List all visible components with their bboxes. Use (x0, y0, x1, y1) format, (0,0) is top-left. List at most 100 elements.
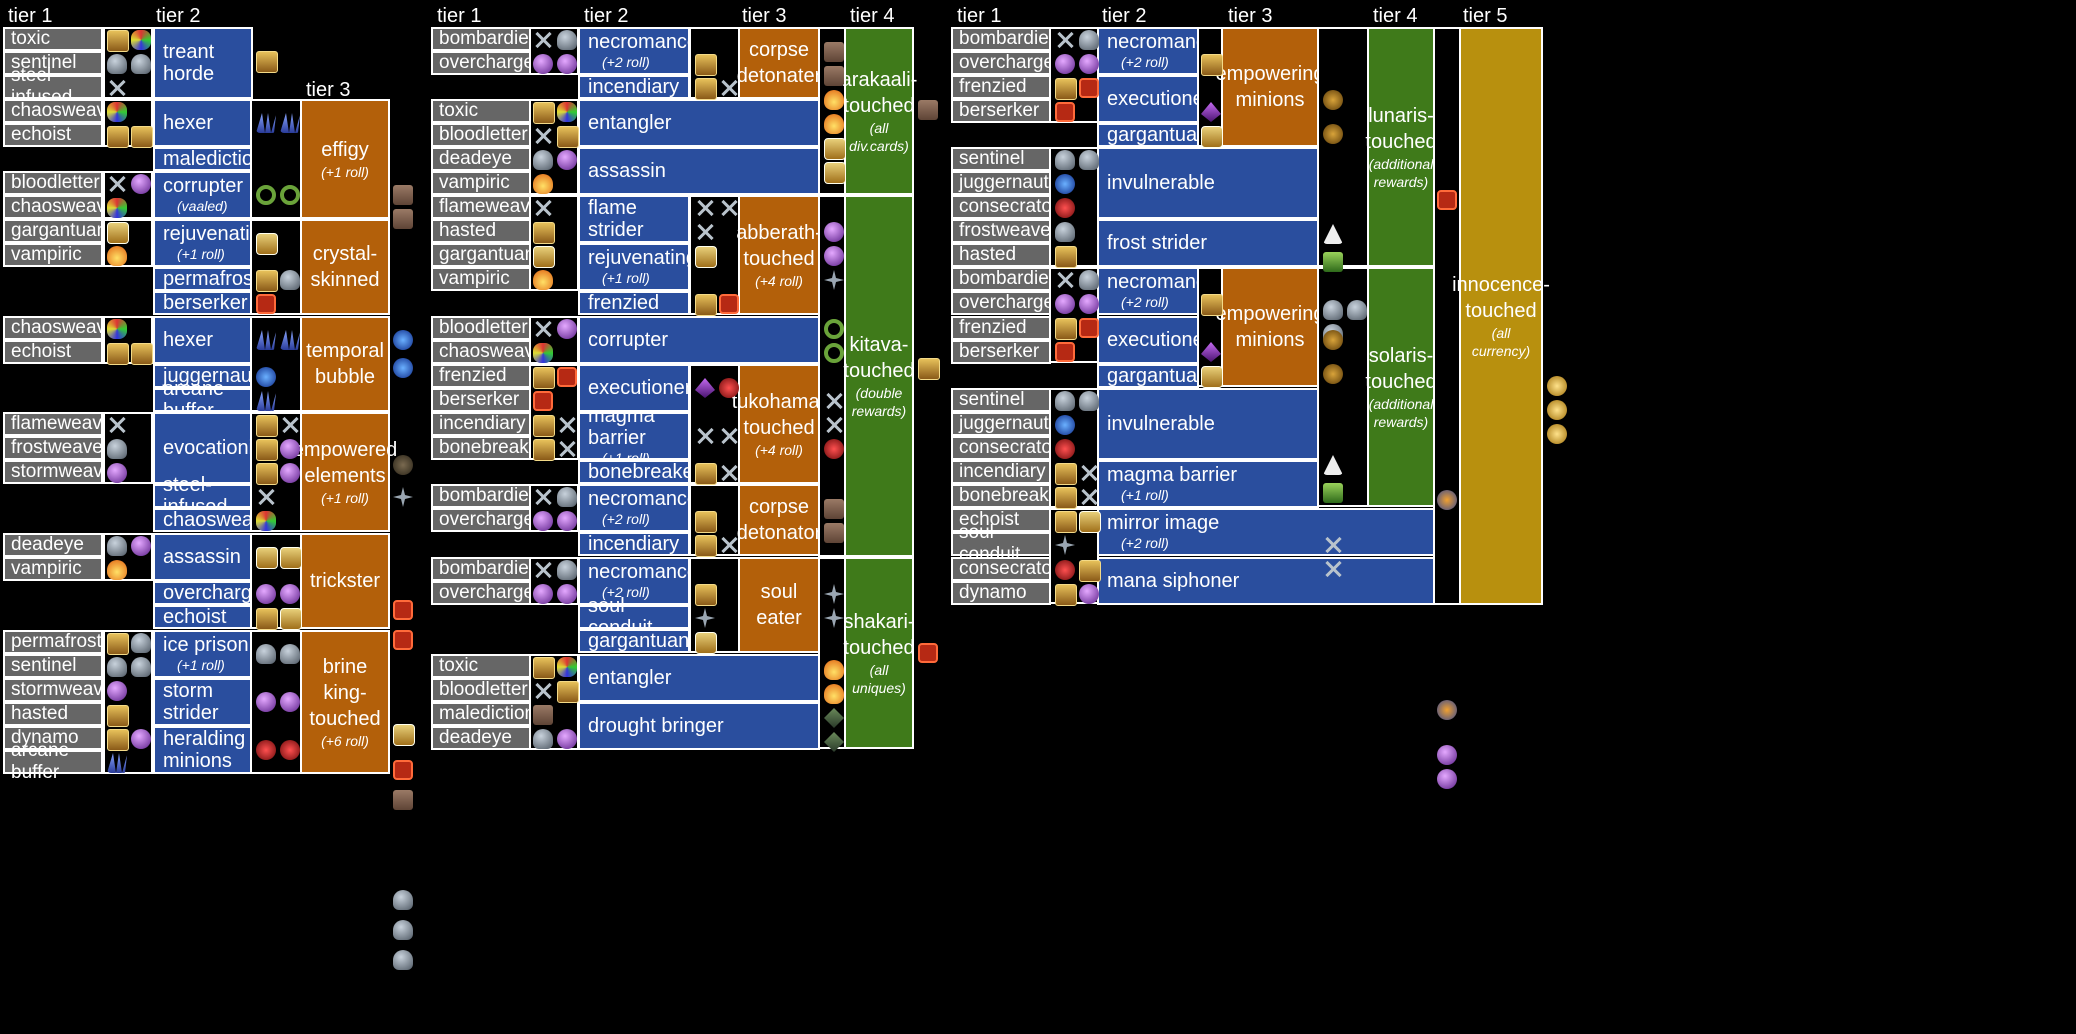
tier1-cell-label: overcharged (439, 509, 545, 530)
tier1-cell: overcharged (951, 291, 1065, 315)
tier-header: tier 3 (1228, 5, 1273, 27)
orb-icon (280, 692, 300, 712)
tier1-cell: echoist (951, 508, 1051, 532)
tier4-cell-label: lunaris-touched (1365, 105, 1437, 153)
tier3-cell: brine king-touched(+6 roll) (300, 630, 390, 774)
tier4-cell-label: shakari-touched (843, 611, 915, 659)
tier2-cell-note: (+2 roll) (602, 584, 650, 600)
scroll-icon (824, 523, 844, 543)
rune-icon (256, 233, 278, 255)
helm-icon (1079, 150, 1099, 170)
helm-icon (1347, 300, 1367, 320)
tier3-cell: tukohama-touched(+4 roll) (732, 364, 826, 484)
tier4-cell-note: (double rewards) (851, 385, 907, 419)
tier2-cell-note: (+1 roll) (177, 246, 225, 262)
swords-icon (1055, 30, 1075, 50)
tier2-cell-label: necromancer (588, 488, 705, 510)
tier1-cell-label: bloodletter (439, 679, 528, 700)
chest-icon (1055, 487, 1077, 509)
tier1-cell-label: berserker (959, 341, 1040, 362)
swords-icon (256, 487, 276, 507)
rune-icon (280, 547, 302, 569)
tier1-cell-label: juggernaut (959, 172, 1049, 193)
orb-icon (256, 584, 276, 604)
rune-icon (107, 222, 129, 244)
chest-icon (533, 415, 555, 437)
tier3-cell: abberath-touched(+4 roll) (736, 195, 822, 315)
tier1-cell: sentinel (951, 388, 1051, 412)
tier2-cell-label: mirror image (1107, 512, 1220, 534)
tier2-cell: invulnerable (1097, 147, 1319, 219)
tier2-cell: necromancer(+2 roll) (578, 557, 705, 605)
tier1-cell-label: vampiric (11, 244, 82, 265)
red-icon (280, 740, 300, 760)
tier2-cell-label: gargantuan (588, 630, 690, 652)
tier2-cell: rejuvenating(+1 roll) (578, 243, 697, 291)
tier1-cell: vampiric (431, 267, 531, 291)
chest-icon (533, 367, 555, 389)
tier2-cell-label: ice prison (163, 634, 249, 656)
helm-icon (107, 54, 127, 74)
tier1-cell-label: berserker (439, 389, 520, 410)
swords-icon (533, 30, 553, 50)
tier2-cell-note: (vaaled) (177, 198, 228, 214)
tier1-cell-label: overcharged (959, 52, 1065, 73)
orb-icon (280, 463, 300, 483)
tier2-cell-label: bonebreaker (588, 461, 701, 483)
redsq-icon (256, 294, 276, 314)
tier1-cell: bloodletter (431, 123, 531, 147)
orb-icon (107, 681, 127, 701)
tier1-cell: soul conduit (951, 522, 1051, 565)
tier2-cell: steel-infused (153, 474, 253, 518)
tier1-cell: berserker (951, 99, 1051, 123)
helm-icon (393, 920, 413, 940)
tier1-cell-label: echoist (959, 509, 1020, 530)
tier1-cell: gargantuan (3, 219, 107, 243)
rune-icon (695, 632, 717, 654)
tier2-cell-label: magma barrier (1107, 464, 1238, 486)
tier2-cell-label: necromancer (588, 31, 705, 53)
tier1-cell: berserker (431, 388, 531, 412)
tier1-cell: permafrost (3, 630, 103, 654)
tier2-cell-label: heralding minions (163, 728, 246, 772)
icon-column (1317, 27, 1369, 267)
tier2-cell: berserker (153, 291, 253, 315)
tier2-cell: executioner (1097, 316, 1210, 364)
orb-icon (1079, 54, 1099, 74)
tier1-cell-label: flameweaver (439, 196, 547, 217)
tier2-cell-label: assassin (588, 160, 666, 182)
scroll-icon (393, 185, 413, 205)
tier2-cell: frost strider (1097, 219, 1319, 267)
swords-icon (280, 415, 300, 435)
tier3-cell-label: corpse detonator (736, 496, 822, 544)
redsq-icon (1055, 342, 1075, 362)
tier4-cell-note: (additional rewards) (1368, 396, 1434, 430)
helm-icon (533, 150, 553, 170)
tier3-cell: soul eater (738, 557, 820, 653)
helm-icon (1055, 391, 1075, 411)
tier1-cell: consecrator (951, 195, 1058, 219)
tier4-cell-label: solaris-touched (1365, 345, 1437, 393)
tier4-cell-note: (all div.cards) (849, 120, 909, 154)
tier1-cell-label: deadeye (439, 148, 512, 169)
swords-icon (719, 463, 739, 483)
tier1-cell-label: consecrator (959, 196, 1059, 217)
tier4-cell-label: arakaali-touched (840, 69, 918, 117)
tier3-cell-note: (+6 roll) (321, 733, 369, 749)
tier2-cell-label: executioner (1107, 329, 1211, 351)
tier2-cell: evocationist (153, 412, 269, 484)
tier3-cell-label: empowered elements (292, 439, 398, 487)
wing-icon (824, 732, 844, 752)
tier2-cell: corrupter(vaaled) (153, 171, 253, 219)
red-icon (719, 378, 739, 398)
face-icon (1323, 364, 1343, 384)
tier1-cell-label: toxic (439, 100, 479, 121)
tier2-cell: entangler (578, 99, 820, 147)
tier2-cell-label: evocationist (163, 437, 269, 459)
redsq-icon (1055, 102, 1075, 122)
helm-icon (107, 439, 127, 459)
tier2-cell: incendiary (578, 75, 690, 99)
tier3-cell-label: crystal-skinned (310, 243, 380, 291)
tier1-cell-label: sentinel (11, 655, 77, 676)
tier2-cell-label: permafrost (163, 268, 259, 290)
